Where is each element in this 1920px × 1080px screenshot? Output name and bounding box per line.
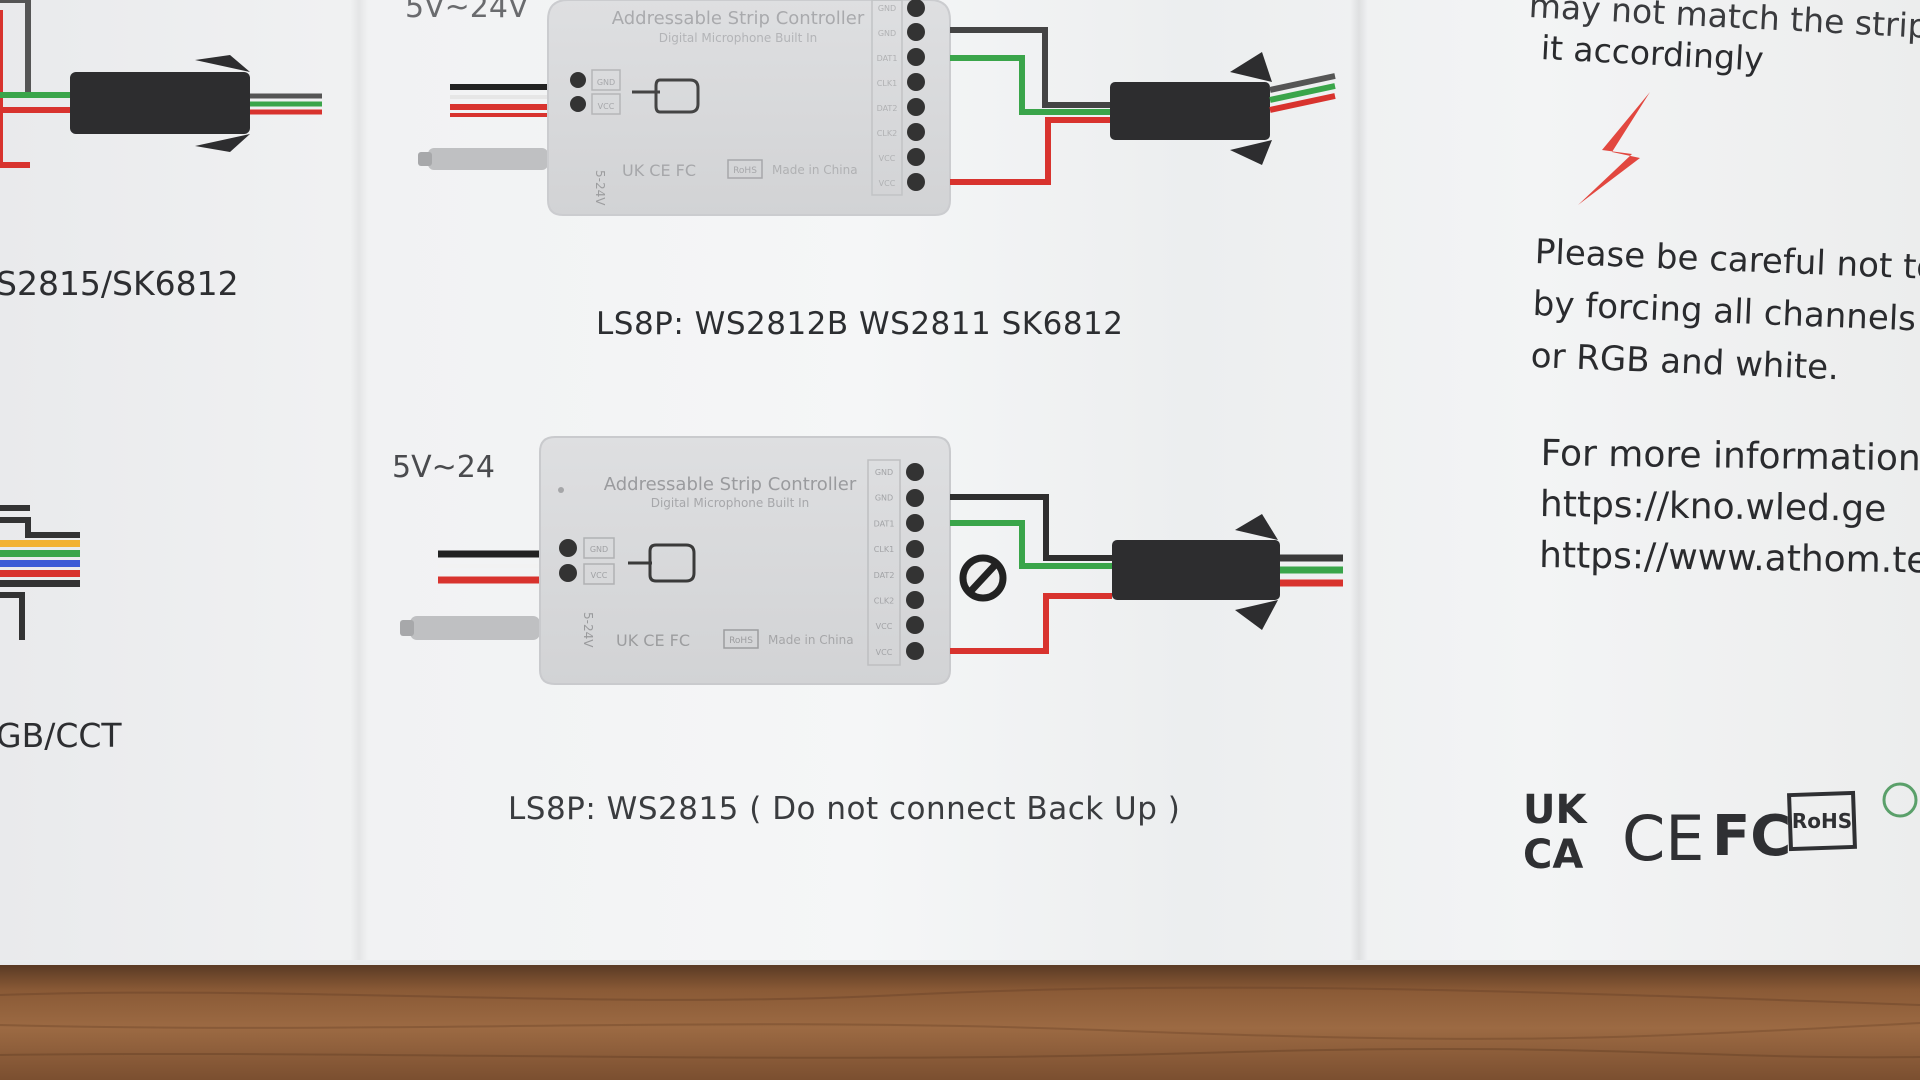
svg-text:5-24V: 5-24V: [593, 170, 607, 206]
pin-label: VCC: [879, 179, 896, 188]
top-diagram-caption: LS8P: WS2812B WS2811 SK6812: [596, 306, 1124, 342]
svg-text:RoHS: RoHS: [1792, 809, 1852, 833]
wooden-table: [0, 965, 1920, 1080]
certification-marks: UK CA CE FC RoHS: [1523, 782, 1918, 878]
bottom-controller: Addressable Strip Controller Digital Mic…: [400, 436, 1343, 685]
svg-text:CA: CA: [1523, 832, 1583, 878]
pin-label: GND: [875, 494, 893, 503]
svg-text:VCC: VCC: [591, 571, 608, 580]
svg-text:UK: UK: [1523, 787, 1588, 833]
left-top-connector: [0, 0, 322, 168]
pin-label: CLK2: [874, 597, 894, 606]
page-fold: [1350, 0, 1368, 990]
left-bottom-label: GB/CCT: [0, 716, 122, 755]
controller-subtitle: Digital Microphone Built In: [659, 31, 818, 45]
top-voltage-label: 5V~24V: [405, 0, 529, 25]
svg-text:5-24V: 5-24V: [581, 612, 595, 648]
manual-page: [0, 0, 1920, 985]
svg-text:VCC: VCC: [598, 102, 615, 111]
pin-label: VCC: [876, 622, 893, 631]
svg-text:UK CE FC: UK CE FC: [616, 631, 690, 650]
svg-text:RoHS: RoHS: [733, 166, 757, 176]
pin-label: DAT2: [877, 104, 898, 113]
pin-label: CLK1: [877, 79, 897, 88]
pin-label: CLK1: [874, 545, 894, 554]
warning-text: Please be careful not to b by forcing al…: [1530, 226, 1920, 399]
svg-text:Made in China: Made in China: [768, 633, 854, 647]
left-top-label: S2815/SK6812: [0, 264, 239, 303]
info-text: For more information https://kno.wled.ge…: [1539, 428, 1920, 587]
svg-text:UK CE FC: UK CE FC: [622, 161, 696, 180]
svg-text:Made in China: Made in China: [772, 163, 858, 177]
svg-text:GND: GND: [597, 78, 615, 87]
pin-label: VCC: [879, 154, 896, 163]
left-bottom-connector: [0, 505, 80, 640]
svg-text:CE: CE: [1622, 802, 1704, 875]
svg-text:GND: GND: [590, 545, 608, 554]
pin-label: GND: [878, 29, 896, 38]
controller-title: Addressable Strip Controller: [604, 474, 857, 495]
pin-label: DAT2: [874, 571, 895, 580]
svg-text:FC: FC: [1712, 804, 1791, 869]
controller-title: Addressable Strip Controller: [612, 8, 865, 29]
controller-subtitle: Digital Microphone Built In: [651, 496, 810, 510]
pin-label: VCC: [876, 648, 893, 657]
info-link-athom: https://www.athom.tec: [1538, 534, 1920, 582]
pin-label: GND: [875, 468, 893, 477]
pin-label: DAT1: [877, 54, 898, 63]
pin-label: GND: [878, 4, 896, 13]
page-fold: [350, 0, 368, 990]
info-link-wled: https://kno.wled.ge: [1539, 483, 1887, 530]
info-heading: For more information: [1540, 432, 1920, 480]
wood-grain: [0, 986, 1920, 1059]
bottom-voltage-label: 5V~24: [392, 450, 495, 485]
top-output-pins: [871, 0, 903, 196]
pin-label: CLK2: [877, 129, 897, 138]
lightning-icon: [1578, 92, 1650, 205]
top-controller: Addressable Strip Controller Digital Mic…: [418, 0, 1336, 216]
pin-label: DAT1: [874, 519, 895, 528]
svg-text:RoHS: RoHS: [729, 636, 753, 646]
bottom-diagram-caption: LS8P: WS2815 ( Do not connect Back Up ): [508, 791, 1181, 827]
